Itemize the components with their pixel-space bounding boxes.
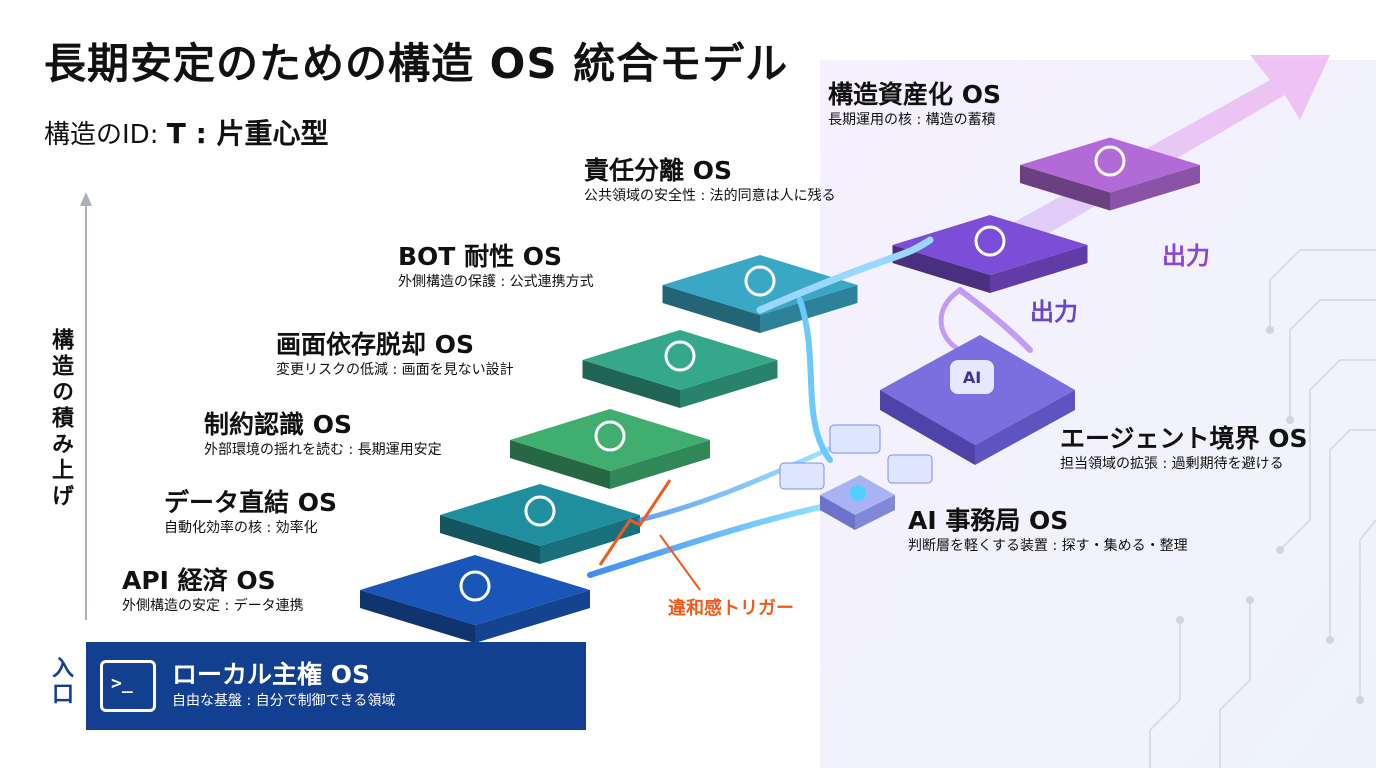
platform-2 bbox=[440, 484, 640, 564]
layer-name: 責任分離 OS bbox=[584, 156, 732, 185]
layer-bot-resistance: BOT 耐性 OS 外側構造の保護 : 公式連携方式 bbox=[398, 242, 594, 292]
gears-lock-icon bbox=[594, 420, 626, 452]
structure-id-prefix: 構造のID: bbox=[44, 120, 167, 150]
layer-name: データ直結 OS bbox=[164, 488, 337, 517]
side-ai-office-label: AI 事務局 OS 判断層を軽くする装置 : 探す・集める・整理 bbox=[908, 506, 1188, 556]
layer-data-direct: データ直結 OS 自動化効率の核 : 効率化 bbox=[164, 488, 337, 538]
layer-desc: 自由な基盤 : 自分で制御できる領域 bbox=[172, 693, 396, 709]
platform-face bbox=[475, 590, 590, 643]
platform-face bbox=[610, 440, 710, 489]
platform-face bbox=[1110, 165, 1200, 211]
crystal-chart-icon bbox=[1094, 145, 1126, 177]
shield-check-icon bbox=[744, 265, 776, 297]
platform-face bbox=[440, 515, 540, 564]
layer-desc: 長期運用の核 : 構造の蓄積 bbox=[828, 112, 996, 128]
hub-device-icon bbox=[850, 485, 866, 501]
platform-face bbox=[582, 360, 680, 408]
platform-face bbox=[1020, 137, 1200, 193]
layer-desc: 外側構造の保護 : 公式連携方式 bbox=[398, 274, 594, 290]
platform-6 bbox=[892, 215, 1088, 293]
ai-chip-icon bbox=[950, 360, 994, 394]
circuit-dots bbox=[1176, 326, 1364, 704]
platform-face bbox=[360, 590, 475, 643]
svg-text:AI: AI bbox=[963, 368, 981, 387]
platform-7 bbox=[1020, 137, 1200, 211]
plug-globe-icon bbox=[459, 570, 491, 602]
layer-structure-asset: 構造資産化 OS 長期運用の核 : 構造の蓄積 bbox=[828, 80, 1001, 130]
platform-face bbox=[892, 245, 990, 293]
output-label-upper: 出力 bbox=[1162, 242, 1210, 270]
terminal-icon: >_ bbox=[100, 660, 156, 712]
layer-api-economy: API 経済 OS 外側構造の安定 : データ連携 bbox=[122, 566, 304, 616]
page-title: 長期安定のための構造 OS 統合モデル bbox=[44, 39, 789, 88]
no-screen-icon bbox=[664, 340, 696, 372]
layer-desc: 外部環境の揺れを読む : 長期運用安定 bbox=[204, 442, 442, 458]
layer-screen-independence: 画面依存脱却 OS 変更リスクの低減 : 画面を見ない設計 bbox=[276, 330, 514, 380]
output-label-lower: 出力 bbox=[1030, 298, 1078, 326]
layer-name: 制約認識 OS bbox=[204, 410, 352, 439]
layer-name: AI 事務局 OS bbox=[908, 506, 1069, 535]
platform-1 bbox=[360, 555, 590, 643]
layer-responsibility-separation: 責任分離 OS 公共領域の安全性 : 法的同意は人に残る bbox=[584, 156, 836, 206]
layer-name: BOT 耐性 OS bbox=[398, 242, 563, 271]
platform-5 bbox=[662, 255, 858, 333]
platform-4 bbox=[582, 330, 778, 408]
structure-id-value: T : 片重心型 bbox=[166, 117, 329, 150]
platform-face bbox=[440, 484, 640, 546]
platform-face bbox=[360, 555, 590, 625]
platform-face bbox=[510, 409, 710, 471]
platform-face bbox=[1020, 165, 1110, 211]
platform-face bbox=[760, 285, 858, 333]
trigger-pointer bbox=[659, 534, 701, 591]
layer-desc: 公共領域の安全性 : 法的同意は人に残る bbox=[584, 188, 836, 204]
database-icon bbox=[524, 495, 556, 527]
platform-face bbox=[582, 330, 778, 390]
axis-label: 構造の積み上げ bbox=[48, 328, 73, 510]
layer-stack bbox=[360, 137, 1200, 643]
platform-face bbox=[540, 515, 640, 564]
layer-name: 構造資産化 OS bbox=[828, 80, 1001, 109]
structure-id: 構造のID: T : 片重心型 bbox=[44, 112, 329, 152]
layer-desc: 判断層を軽くする装置 : 探す・集める・整理 bbox=[908, 538, 1188, 554]
axis-arrowhead bbox=[80, 192, 92, 206]
layer-desc: 担当領域の拡張 : 過剰期待を避ける bbox=[1060, 456, 1284, 472]
side-agent-boundary-label: エージェント境界 OS 担当領域の拡張 : 過剰期待を避ける bbox=[1060, 424, 1307, 474]
platform-3 bbox=[510, 409, 710, 489]
platform-face bbox=[662, 285, 760, 333]
platform-face bbox=[990, 245, 1088, 293]
flow-lines bbox=[587, 236, 1033, 578]
entry-label: 入口 bbox=[48, 656, 73, 708]
platform-face bbox=[662, 255, 858, 315]
layer-desc: 変更リスクの低減 : 画面を見ない設計 bbox=[276, 362, 514, 378]
entry-bar bbox=[86, 642, 586, 730]
layer-name: 画面依存脱却 OS bbox=[276, 330, 474, 359]
platform-face bbox=[680, 360, 778, 408]
layer-desc: 自動化効率の核 : 効率化 bbox=[164, 520, 318, 536]
trigger-label: 違和感トリガー bbox=[668, 598, 794, 619]
layer-desc: 外側構造の安定 : データ連携 bbox=[122, 598, 304, 614]
layer-name: エージェント境界 OS bbox=[1060, 424, 1308, 453]
side-layer-ai-office bbox=[779, 424, 933, 530]
platform-face bbox=[892, 215, 1088, 275]
layer-name: ローカル主権 OS bbox=[172, 660, 370, 689]
platform-face bbox=[510, 440, 610, 489]
handshake-icon bbox=[974, 225, 1006, 257]
circuit-lines bbox=[1149, 249, 1376, 768]
layer-name: API 経済 OS bbox=[122, 566, 276, 595]
trigger-zigzag bbox=[598, 479, 672, 566]
layer-local-sovereignty: ローカル主権 OS 自由な基盤 : 自分で制御できる領域 bbox=[172, 660, 395, 712]
layer-constraint-awareness: 制約認識 OS 外部環境の揺れを読む : 長期運用安定 bbox=[204, 410, 442, 460]
side-layer-agent-boundary: AI bbox=[880, 335, 1075, 465]
